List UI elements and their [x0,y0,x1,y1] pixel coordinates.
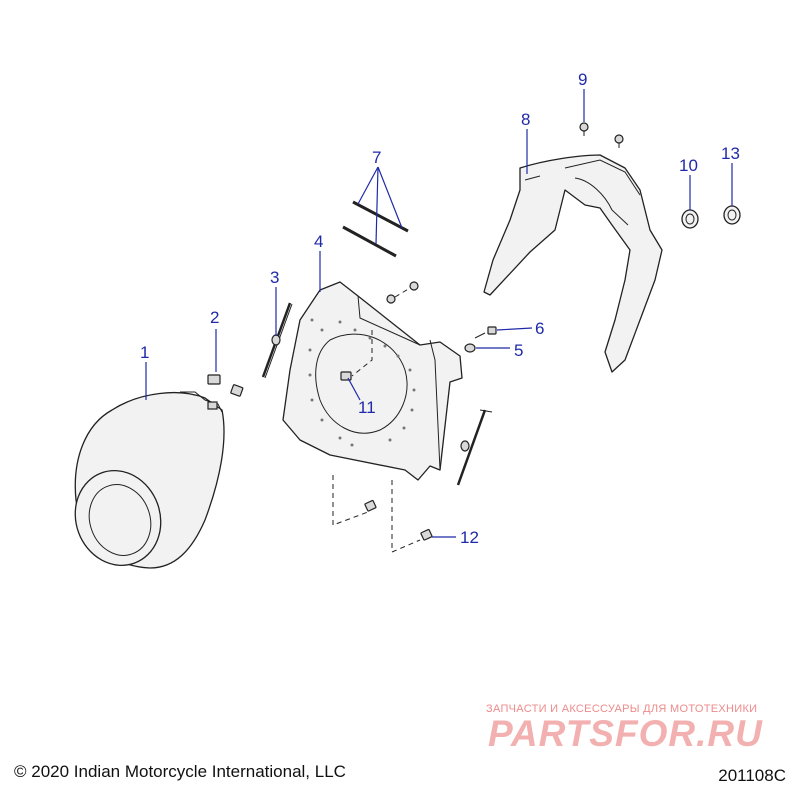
part-3-strap-right [456,409,493,486]
callout-4: 4 [314,232,323,251]
callout-2: 2 [210,308,219,327]
callout-9: 9 [578,70,587,89]
callout-5: 5 [514,341,523,360]
callout-7: 7 [372,148,381,167]
watermark-logo: PARTSFOR.RU [488,713,763,754]
callout-12: 12 [460,528,479,547]
callout-1: 1 [140,343,149,362]
callout-11: 11 [358,398,376,417]
part-5-nut [464,343,476,353]
callout-8: 8 [521,110,530,129]
part-9-screws [579,122,624,148]
part-7-rods [342,200,409,258]
part-12-bolts [332,475,433,553]
part-8-outer-fairing [483,154,663,373]
part-10-grommet [681,209,699,229]
callout-13: 13 [721,144,740,163]
bracket-screws [386,281,419,304]
copyright-notice: © 2020 Indian Motorcycle International, … [14,762,346,781]
part-4-inner-fairing [282,281,463,481]
part-1-headlight-nacelle [74,391,225,569]
diagram-code: 201108C [718,766,786,785]
part-2-clips [207,374,244,397]
part-3-strap [261,302,293,379]
callout-10: 10 [679,156,698,175]
part-6-screw [474,326,497,339]
callout-3: 3 [270,268,279,287]
leader-lines [145,89,733,538]
watermark-tagline: ЗАПЧАСТИ И АКСЕССУАРЫ ДЛЯ МОТОТЕХНИКИ [486,703,758,715]
part-13-grommet [723,205,741,225]
callout-6: 6 [535,319,544,338]
